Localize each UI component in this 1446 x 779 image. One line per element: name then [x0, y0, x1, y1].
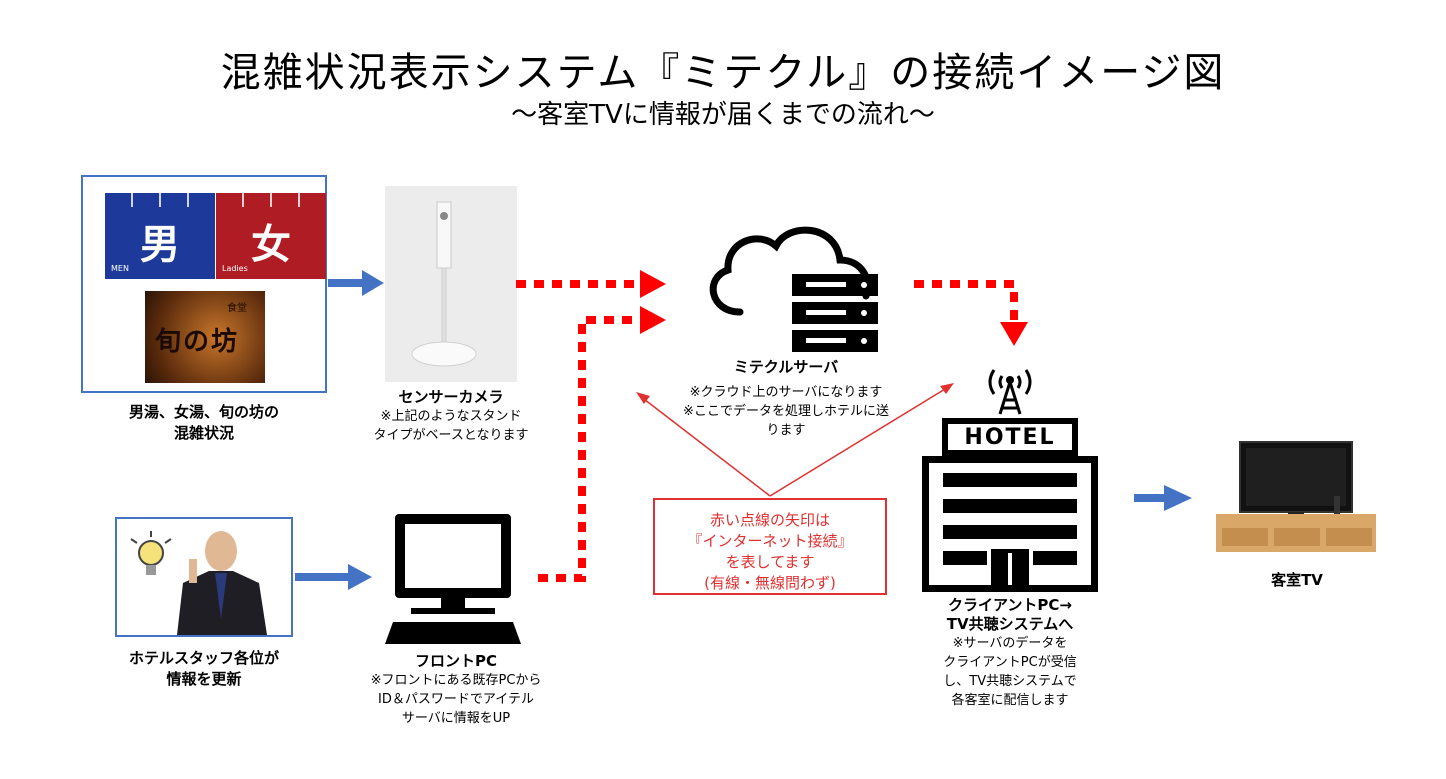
male-noren-sub: MEN: [111, 264, 129, 273]
server-caption: ミテクルサーバ ※クラウド上のサーバになります ※ここでデータを処理しホテルに送…: [672, 358, 900, 440]
bath-image-box: 男 MEN 女 Ladies 旬の坊 食堂: [81, 175, 327, 393]
bath-caption-line1: 男湯、女湯、旬の坊の: [128, 403, 279, 421]
callout-line2: 『インターネット接続』: [687, 532, 853, 550]
hotel-caption: クライアントPC→ TV共聴システムへ ※サーバのデータを クライアントPCが受…: [900, 596, 1120, 710]
front-pc-icon: [385, 514, 521, 644]
red-dotted-arrow-server-to-hotel: [914, 280, 1028, 346]
restaurant-sign-small: 食堂: [227, 303, 247, 314]
hotel-title2: TV共聴システムへ: [946, 615, 1074, 633]
staff-image-box: [115, 517, 293, 637]
callout-line3: を表してます: [725, 553, 815, 571]
bath-caption-line2: 混雑状況: [173, 424, 234, 442]
male-noren-char: 男: [140, 222, 180, 268]
server-line1: ※クラウド上のサーバになります: [689, 385, 883, 400]
restaurant-sign-text: 旬の坊: [155, 327, 240, 357]
bath-caption: 男湯、女湯、旬の坊の 混雑状況: [90, 402, 318, 444]
sensor-title: センサーカメラ: [398, 388, 504, 406]
hotel-building-icon: HOTEL: [922, 418, 1098, 592]
antenna-icon: [988, 369, 1032, 415]
male-noren: 男 MEN: [105, 193, 215, 279]
diagram-title: 混雑状況表示システム『ミテクル』の接続イメージ図: [220, 50, 1226, 96]
red-dotted-arrow-pc-to-server: [538, 306, 666, 582]
front-line2: ID＆パスワードでアイテル: [378, 692, 534, 707]
sensor-line1: ※上記のようなスタンド: [380, 409, 522, 424]
front-line3: サーバに情報をUP: [401, 711, 511, 726]
staff-caption: ホテルスタッフ各位が 情報を更新: [110, 648, 298, 690]
staff-icon: [130, 531, 267, 635]
hotel-sign-text: HOTEL: [964, 424, 1056, 450]
legend-callout: 赤い点線の矢印は 『インターネット接続』 を表してます (有線・無線問わず): [653, 498, 887, 595]
server-line3: ります: [766, 423, 806, 438]
hotel-line4: 各客室に配信します: [951, 693, 1069, 708]
diagram-subtitle: 〜客室TVに情報が届くまでの流れ〜: [511, 100, 935, 130]
callout-pointer-lines: [636, 383, 954, 497]
cloud-server-icon: [709, 226, 878, 352]
front-title: フロントPC: [414, 652, 497, 670]
callout-line1: 赤い点線の矢印は: [709, 511, 830, 529]
staff-line1: ホテルスタッフ各位が: [128, 649, 279, 667]
server-line2: ※ここでデータを処理しホテルに送: [683, 404, 889, 419]
female-noren-sub: Ladies: [222, 264, 248, 273]
hotel-line2: クライアントPCが受信: [943, 655, 1077, 670]
blue-arrow-hotel-to-tv: [1134, 485, 1192, 511]
female-noren: 女 Ladies: [216, 193, 326, 279]
blue-arrow-staff-to-pc: [295, 564, 372, 590]
sensor-caption: センサーカメラ ※上記のようなスタンド タイプがベースとなります: [356, 388, 546, 445]
sensor-camera-icon: [411, 201, 477, 367]
hotel-sign: HOTEL: [942, 418, 1078, 456]
hotel-line1: ※サーバのデータを: [952, 636, 1068, 651]
sensor-camera-image: [385, 186, 517, 382]
staff-line2: 情報を更新: [166, 670, 242, 688]
restaurant-sign: 旬の坊 食堂: [145, 291, 265, 383]
hotel-title1: クライアントPC→: [948, 596, 1072, 614]
hotel-body: [922, 456, 1098, 592]
callout-line4: (有線・無線問わず): [704, 574, 836, 592]
tv-caption: 客室TV: [1271, 571, 1323, 589]
red-dotted-arrow-sensor-to-server: [516, 270, 666, 298]
front-caption: フロントPC ※フロントにある既存PCから ID＆パスワードでアイテル サーバに…: [352, 652, 560, 728]
sensor-line2: タイプがベースとなります: [373, 428, 529, 443]
female-noren-char: 女: [251, 222, 291, 268]
front-line1: ※フロントにある既存PCから: [370, 673, 542, 688]
guest-tv-icon: [1216, 441, 1376, 552]
hotel-line3: し、TV共聴システムで: [943, 674, 1077, 689]
server-title: ミテクルサーバ: [733, 358, 839, 376]
blue-arrow-bath-to-sensor: [328, 270, 384, 296]
